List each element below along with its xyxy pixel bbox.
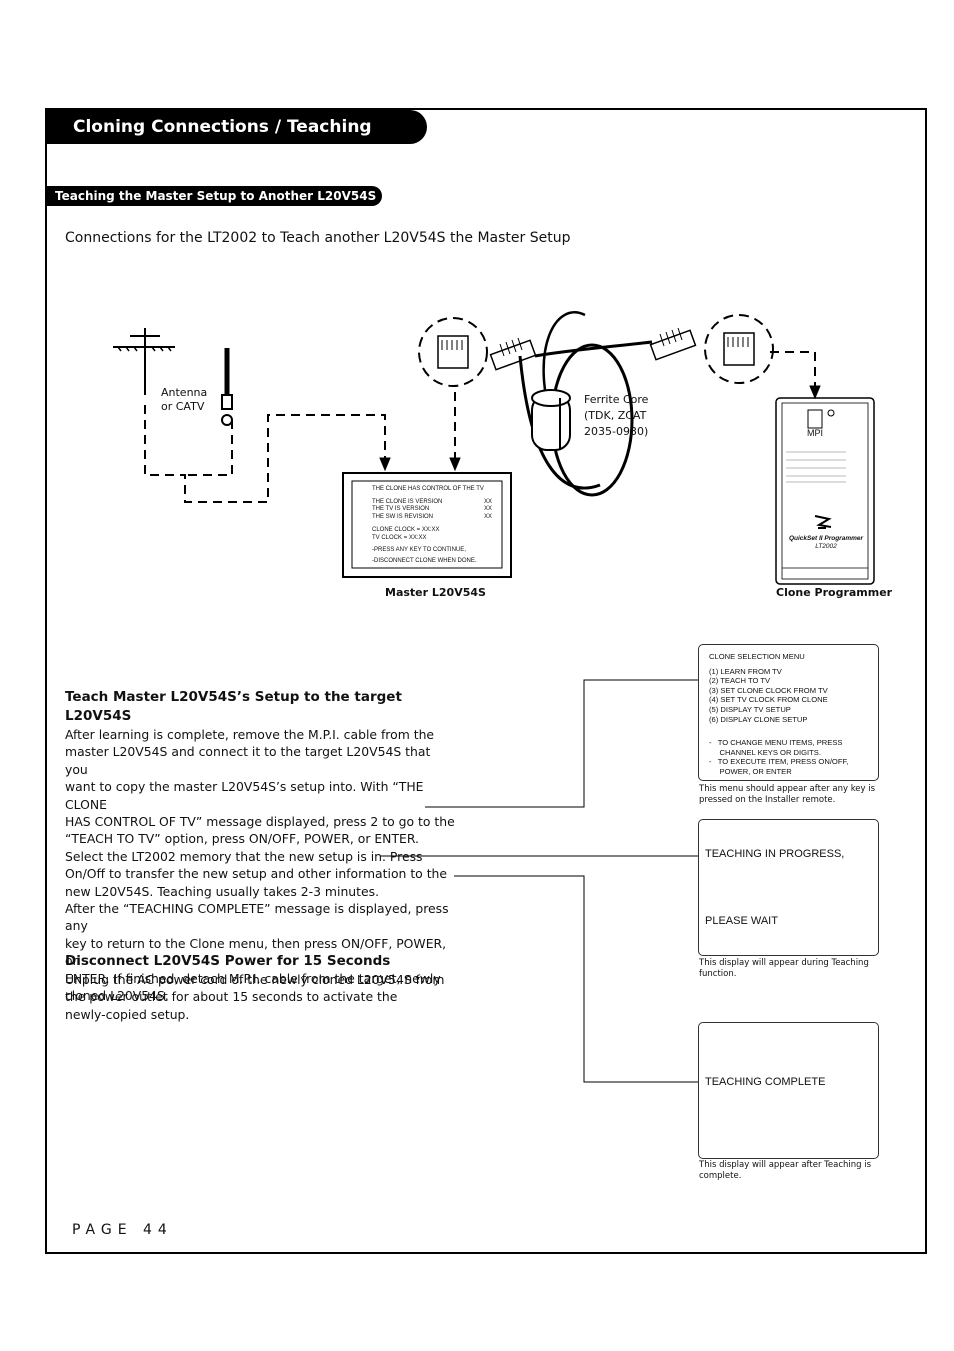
mpi-label: MPI: [807, 428, 824, 438]
page-title: Cloning Connections / Teaching Setup: [47, 110, 427, 171]
ferrite-core-icon: [531, 389, 571, 451]
progress-note: This display will appear during Teaching…: [699, 958, 869, 979]
page-frame: [45, 108, 927, 1254]
mpi-port-clone-icon: [704, 314, 774, 384]
clone-menu-list: (1) LEARN FROM TV (2) TEACH TO TV (3) SE…: [709, 667, 868, 725]
section-power: Disconnect L20V54S Power for 15 Seconds …: [65, 952, 455, 1023]
ferrite-label: Ferrite Core (TDK, ZCAT 2035-0930): [584, 393, 649, 438]
tv-screen-text: THE CLONE HAS CONTROL OF THE TV THE CLON…: [372, 486, 492, 565]
clone-programmer-icon: [775, 397, 875, 585]
menu-note: This menu should appear after any key is…: [699, 784, 876, 805]
antenna-label: Antenna or CATV: [161, 386, 208, 413]
section-power-heading: Disconnect L20V54S Power for 15 Seconds: [65, 953, 391, 969]
section-subtitle: Teaching the Master Setup to Another L20…: [47, 186, 382, 206]
list-item: (4) SET TV CLOCK FROM CLONE: [709, 695, 828, 705]
section-teach-body: After learning is complete, remove the M…: [65, 727, 455, 1004]
master-tv-icon: [342, 472, 512, 578]
master-label: Master L20V54S: [385, 586, 486, 599]
programmer-model: QuickSet II Programmer LT2002: [788, 535, 864, 550]
list-item: (5) DISPLAY TV SETUP: [709, 704, 791, 714]
page-number: PAGE 44: [72, 1222, 173, 1238]
clone-selection-menu-screen: CLONE SELECTION MENU (1) LEARN FROM TV (…: [698, 644, 879, 781]
complete-note: This display will appear after Teaching …: [699, 1160, 872, 1181]
intro-text: Connections for the LT2002 to Teach anot…: [65, 230, 571, 246]
clone-label: Clone Programmer: [776, 586, 893, 599]
mpi-port-master-icon: [418, 317, 488, 387]
teaching-progress-screen: TEACHING IN PROGRESS, PLEASE WAIT: [698, 819, 879, 956]
list-item: (2) TEACH TO TV: [709, 676, 771, 686]
antenna-icon: [113, 328, 175, 395]
teaching-complete-screen: TEACHING COMPLETE: [698, 1022, 879, 1159]
list-item: (3) SET CLONE CLOCK FROM TV: [709, 685, 828, 695]
list-item: (1) LEARN FROM TV: [709, 666, 782, 676]
list-item: (6) DISPLAY CLONE SETUP: [709, 714, 808, 724]
rj-plug-right-icon: [649, 327, 697, 361]
section-teach-heading: Teach Master L20V54S’s Setup to the targ…: [65, 689, 402, 724]
coax-cable-icon: [221, 348, 233, 426]
section-teach: Teach Master L20V54S’s Setup to the targ…: [65, 688, 455, 1005]
rj-plug-left-icon: [489, 337, 537, 371]
